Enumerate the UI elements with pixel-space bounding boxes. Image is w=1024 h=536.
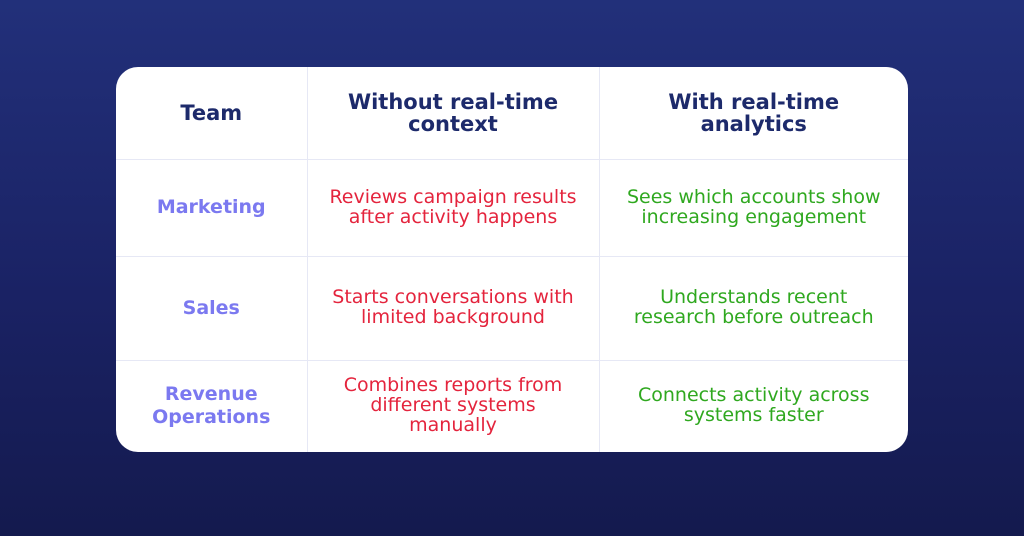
- header-team: Team: [116, 67, 308, 160]
- without-cell: Combines reports from different systems …: [306, 359, 600, 452]
- table-row: Revenue Operations Combines reports from…: [116, 359, 908, 452]
- with-cell: Sees which accounts show increasing enga…: [598, 158, 908, 257]
- comparison-table: Team Without real-time context With real…: [116, 67, 908, 452]
- comparison-card: Team Without real-time context With real…: [116, 67, 908, 452]
- table-header-row: Team Without real-time context With real…: [116, 67, 908, 160]
- header-without-context: Without real-time context: [306, 67, 600, 160]
- table-row: Sales Starts conversations with limited …: [116, 255, 908, 361]
- without-cell: Starts conversations with limited backgr…: [306, 255, 600, 361]
- table-row: Marketing Reviews campaign results after…: [116, 158, 908, 257]
- header-with-analytics: With real-time analytics: [598, 67, 908, 160]
- without-cell: Reviews campaign results after activity …: [306, 158, 600, 257]
- team-cell: Marketing: [116, 158, 308, 257]
- with-cell: Connects activity across systems faster: [598, 359, 908, 452]
- team-cell: Sales: [116, 255, 308, 361]
- with-cell: Understands recent research before outre…: [598, 255, 908, 361]
- team-cell: Revenue Operations: [116, 359, 308, 452]
